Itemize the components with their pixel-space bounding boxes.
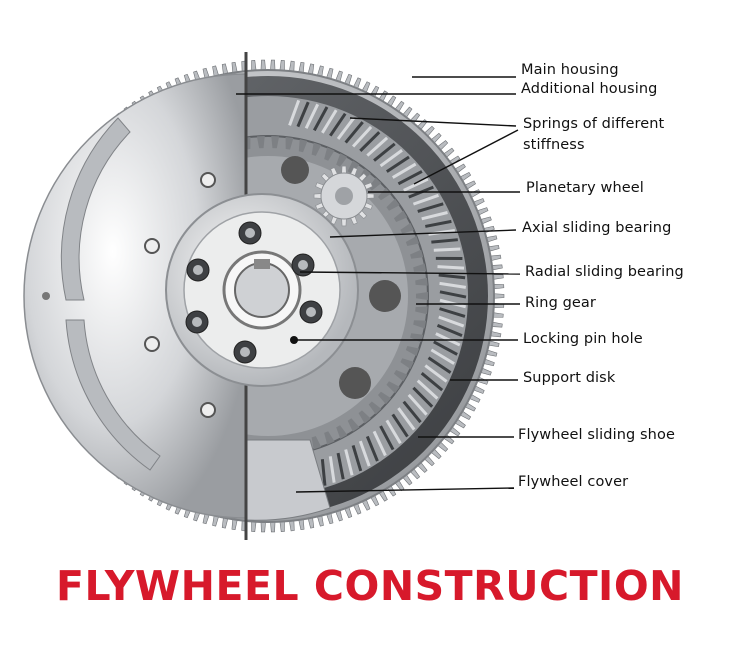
label-locking-pin-hole: Locking pin hole: [523, 331, 643, 347]
cutout: [339, 367, 371, 399]
label-flywheel-sliding-shoe: Flywheel sliding shoe: [518, 427, 675, 443]
keyway: [254, 259, 270, 269]
label-axial-sliding-bearing: Axial sliding bearing: [522, 220, 671, 236]
label-support-disk: Support disk: [523, 370, 615, 386]
cutout: [281, 156, 309, 184]
label-springs-line1: Springs of different: [523, 116, 664, 132]
label-radial-sliding-bearing: Radial sliding bearing: [525, 264, 684, 280]
mount-dot: [42, 292, 50, 300]
label-ring-gear: Ring gear: [525, 295, 596, 311]
diagram-title: FLYWHEEL CONSTRUCTION: [0, 562, 740, 610]
rivet: [201, 403, 215, 417]
label-springs-line2: stiffness: [523, 137, 585, 153]
label-additional-housing: Additional housing: [521, 81, 657, 97]
rivet: [145, 239, 159, 253]
label-main-housing: Main housing: [521, 62, 619, 78]
hub-bore-inner: [235, 263, 289, 317]
label-planetary-wheel: Planetary wheel: [526, 180, 644, 196]
rivet: [201, 173, 215, 187]
cutout: [369, 280, 401, 312]
rivet: [145, 337, 159, 351]
label-flywheel-cover: Flywheel cover: [518, 474, 628, 490]
